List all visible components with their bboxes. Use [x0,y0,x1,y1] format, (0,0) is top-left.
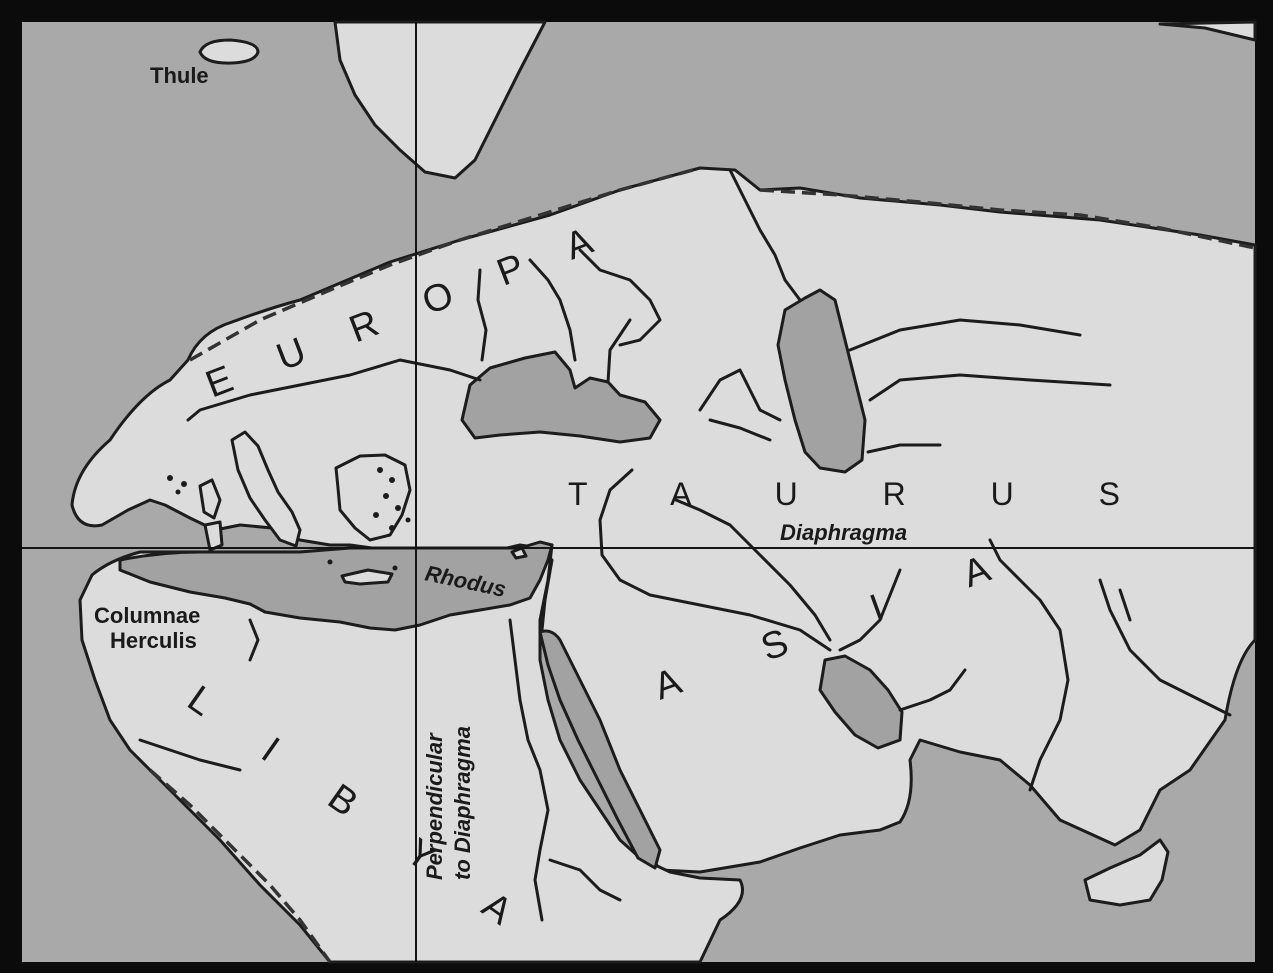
thule-island [198,38,260,65]
sardinia-island [198,478,222,520]
cyprus-island [510,546,528,560]
label-taurus: T A U R U S [568,476,1158,512]
mediterranean-sea [118,540,554,632]
label-perpendicular-line1: Perpendicular [422,732,447,880]
libya-landmass [78,543,744,964]
label-columnae-herculis-line1: Columnae [94,603,200,628]
europa-asia-landmass [70,166,1257,874]
italy-peninsula [230,430,302,548]
upper-right-landmass [1158,20,1257,42]
red-sea [538,629,662,870]
label-perpendicular-line2: to Diaphragma [450,726,475,880]
southern-limit-dashed [148,768,332,964]
northern-limit-dashed [189,166,1256,362]
black-sea [460,350,662,444]
label-diaphragma: Diaphragma [780,520,907,545]
label-thule: Thule [150,63,209,88]
greece-peninsula [334,453,412,542]
rivers [138,168,1232,922]
aegean-islands [167,467,411,571]
northern-landmass [333,20,547,180]
crete-island [340,568,394,586]
persian-gulf [818,654,904,750]
label-columnae-herculis-line2: Herculis [110,628,197,653]
caspian-sea [776,288,867,474]
taprobane-island [1083,838,1170,907]
sicily-island [203,520,224,552]
